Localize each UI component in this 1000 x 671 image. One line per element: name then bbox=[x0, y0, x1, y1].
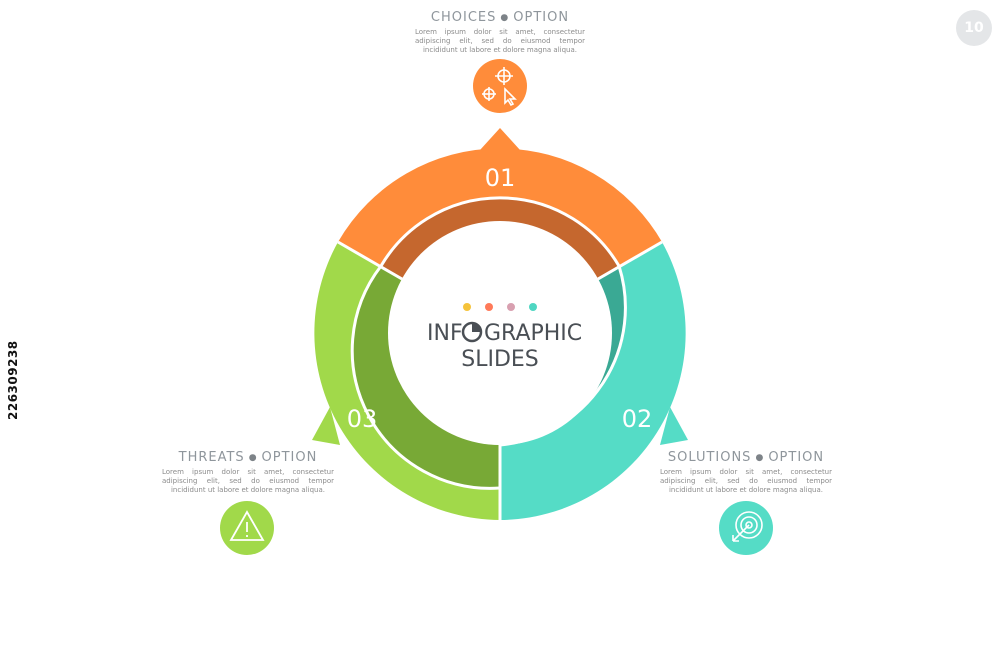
pointer-01 bbox=[480, 128, 520, 150]
bullet-separator: ● bbox=[500, 12, 510, 23]
caption-title: SOLUTIONS●OPTION bbox=[660, 450, 832, 465]
segment-02 bbox=[500, 242, 686, 520]
center-title-part2: GRAPHIC bbox=[484, 321, 582, 346]
center-dot bbox=[507, 303, 515, 311]
section-title: CHOICES bbox=[430, 10, 497, 25]
bullet-separator: ● bbox=[248, 452, 258, 463]
caption-body: Lorem ipsum dolor sit amet, consectetur … bbox=[660, 468, 832, 494]
section-option: OPTION bbox=[513, 10, 570, 25]
bullseye-arrow-icon bbox=[719, 501, 773, 555]
section-title: SOLUTIONS bbox=[667, 450, 752, 465]
pointer-02 bbox=[660, 407, 688, 445]
bullet-separator: ● bbox=[755, 452, 765, 463]
center-dot bbox=[529, 303, 537, 311]
caption-solutions: SOLUTIONS●OPTION Lorem ipsum dolor sit a… bbox=[660, 450, 832, 495]
pie-chart-icon bbox=[461, 321, 483, 343]
inner-band-02 bbox=[500, 266, 626, 445]
center-dot bbox=[485, 303, 493, 311]
caption-body: Lorem ipsum dolor sit amet, consectetur … bbox=[162, 468, 334, 494]
center-disc bbox=[388, 221, 612, 445]
section-title: THREATS bbox=[178, 450, 245, 465]
center-title-part1: INF bbox=[427, 321, 463, 346]
segment-number-03: 03 bbox=[347, 405, 378, 433]
segment-number-02: 02 bbox=[622, 405, 653, 433]
page-number-badge: 10 bbox=[956, 10, 992, 46]
inner-band-01 bbox=[381, 197, 619, 279]
target-cursor-icon bbox=[473, 59, 527, 113]
segment-number-01: 01 bbox=[485, 164, 516, 192]
section-option: OPTION bbox=[768, 450, 825, 465]
center-subtitle: SLIDES bbox=[461, 347, 539, 372]
center-dot bbox=[463, 303, 471, 311]
caption-threats: THREATS●OPTION Lorem ipsum dolor sit ame… bbox=[162, 450, 334, 495]
caption-body: Lorem ipsum dolor sit amet, consectetur … bbox=[415, 28, 585, 54]
stock-id-label: 226309238 bbox=[6, 340, 20, 420]
section-option: OPTION bbox=[261, 450, 318, 465]
pointer-03 bbox=[312, 407, 340, 445]
caption-choices: CHOICES●OPTION Lorem ipsum dolor sit ame… bbox=[415, 10, 585, 55]
caption-title: CHOICES●OPTION bbox=[415, 10, 585, 25]
warning-triangle-icon bbox=[220, 501, 274, 555]
caption-title: THREATS●OPTION bbox=[162, 450, 334, 465]
